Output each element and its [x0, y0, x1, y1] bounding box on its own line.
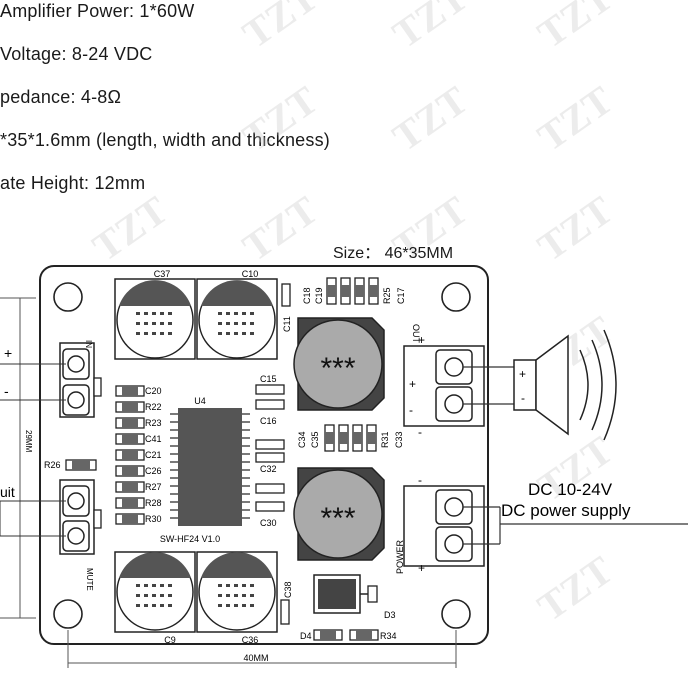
label-c17: C17 [396, 287, 406, 304]
label-c16: C16 [260, 416, 277, 426]
spec-height: ate Height: 12mm [0, 173, 146, 193]
dc-supply-label: DC power supply [501, 501, 631, 520]
out-plus: + [418, 333, 425, 347]
speaker-icon [513, 329, 617, 441]
label-r28: R28 [145, 498, 162, 508]
left-uit: uit [0, 484, 15, 500]
label-out: OUT [411, 324, 421, 344]
label-r31: R31 [380, 431, 390, 448]
dc-voltage-label: DC 10-24V [528, 480, 613, 499]
power-plus: + [418, 561, 425, 575]
board-name: SW-HF24 V1.0 [160, 534, 220, 544]
power-minus: - [418, 473, 422, 487]
out-plus-2: + [409, 377, 416, 391]
label-c35: C35 [310, 431, 320, 448]
label-c38: C38 [283, 581, 293, 598]
left-resistor-column [115, 385, 145, 525]
resistor-body [122, 386, 138, 396]
label-r27: R27 [145, 482, 162, 492]
size-label: Size： 46*35MM [333, 245, 453, 262]
label-c26: C26 [145, 466, 162, 476]
label-c30: C30 [260, 518, 277, 528]
label-d4: D4 [300, 631, 312, 641]
label-r25: R25 [382, 287, 392, 304]
mount-hole [441, 599, 471, 629]
label-c32: C32 [260, 464, 277, 474]
label-in: IN [84, 340, 93, 348]
left-plus: + [4, 345, 12, 361]
label-power: POWER [395, 539, 405, 574]
capacitor-c36 [196, 551, 278, 633]
label-c37: C37 [154, 269, 171, 279]
inductor-mark: *** [320, 502, 355, 535]
out-minus: - [418, 425, 422, 439]
resistor-body [122, 466, 138, 476]
label-mute: MUTE [85, 568, 94, 591]
left-minus: - [4, 383, 9, 399]
inductor-top: *** [293, 317, 385, 411]
power-terminal [403, 485, 485, 567]
resistor-body [122, 418, 138, 428]
speaker-minus: - [521, 391, 525, 405]
label-c10: C10 [242, 269, 259, 279]
mount-hole [53, 599, 83, 629]
spec-voltage: Voltage: 8-24 VDC [0, 44, 153, 64]
label-u4: U4 [194, 396, 206, 406]
speaker-plus: + [519, 367, 526, 381]
label-c33: C33 [394, 431, 404, 448]
capacitor-c37 [114, 278, 196, 360]
capacitor-c10 [196, 278, 278, 360]
output-terminal [403, 345, 485, 427]
label-c18: C18 [302, 287, 312, 304]
dimension-vertical: 29MM [24, 430, 33, 453]
chip-pins [170, 413, 250, 519]
resistor-body [122, 498, 138, 508]
label-r30: R30 [145, 514, 162, 524]
label-c15: C15 [260, 374, 277, 384]
label-r22: R22 [145, 402, 162, 412]
mount-hole [441, 282, 471, 312]
dimension-horizontal: 40MM [243, 653, 268, 663]
label-c21: C21 [145, 450, 162, 460]
amplifier-chip [178, 408, 242, 526]
label-c20: C20 [145, 386, 162, 396]
label-r26: R26 [44, 460, 61, 470]
label-c19: C19 [314, 287, 324, 304]
inductor-mark: *** [320, 352, 355, 385]
mount-hole [53, 282, 83, 312]
resistor-body [122, 402, 138, 412]
label-c11: C11 [282, 316, 292, 332]
spec-dimensions: *35*1.6mm (length, width and thickness) [0, 130, 330, 150]
resistor-body [122, 434, 138, 444]
label-c34: C34 [297, 431, 307, 448]
label-d3: D3 [384, 610, 396, 620]
label-r34: R34 [380, 631, 397, 641]
spec-impedance: pedance: 4-8Ω [0, 87, 122, 107]
out-minus-2: - [409, 403, 413, 417]
label-c36: C36 [242, 635, 259, 645]
mute-terminal [59, 479, 102, 555]
inductor-bottom: *** [293, 467, 385, 561]
label-c41: C41 [145, 434, 162, 444]
label-r23: R23 [145, 418, 162, 428]
capacitor-c9 [114, 551, 196, 633]
spec-power: Amplifier Power: 1*60W [0, 1, 195, 21]
resistor-body [122, 514, 138, 524]
label-c9: C9 [164, 635, 176, 645]
resistor-body [122, 450, 138, 460]
resistor-body [122, 482, 138, 492]
